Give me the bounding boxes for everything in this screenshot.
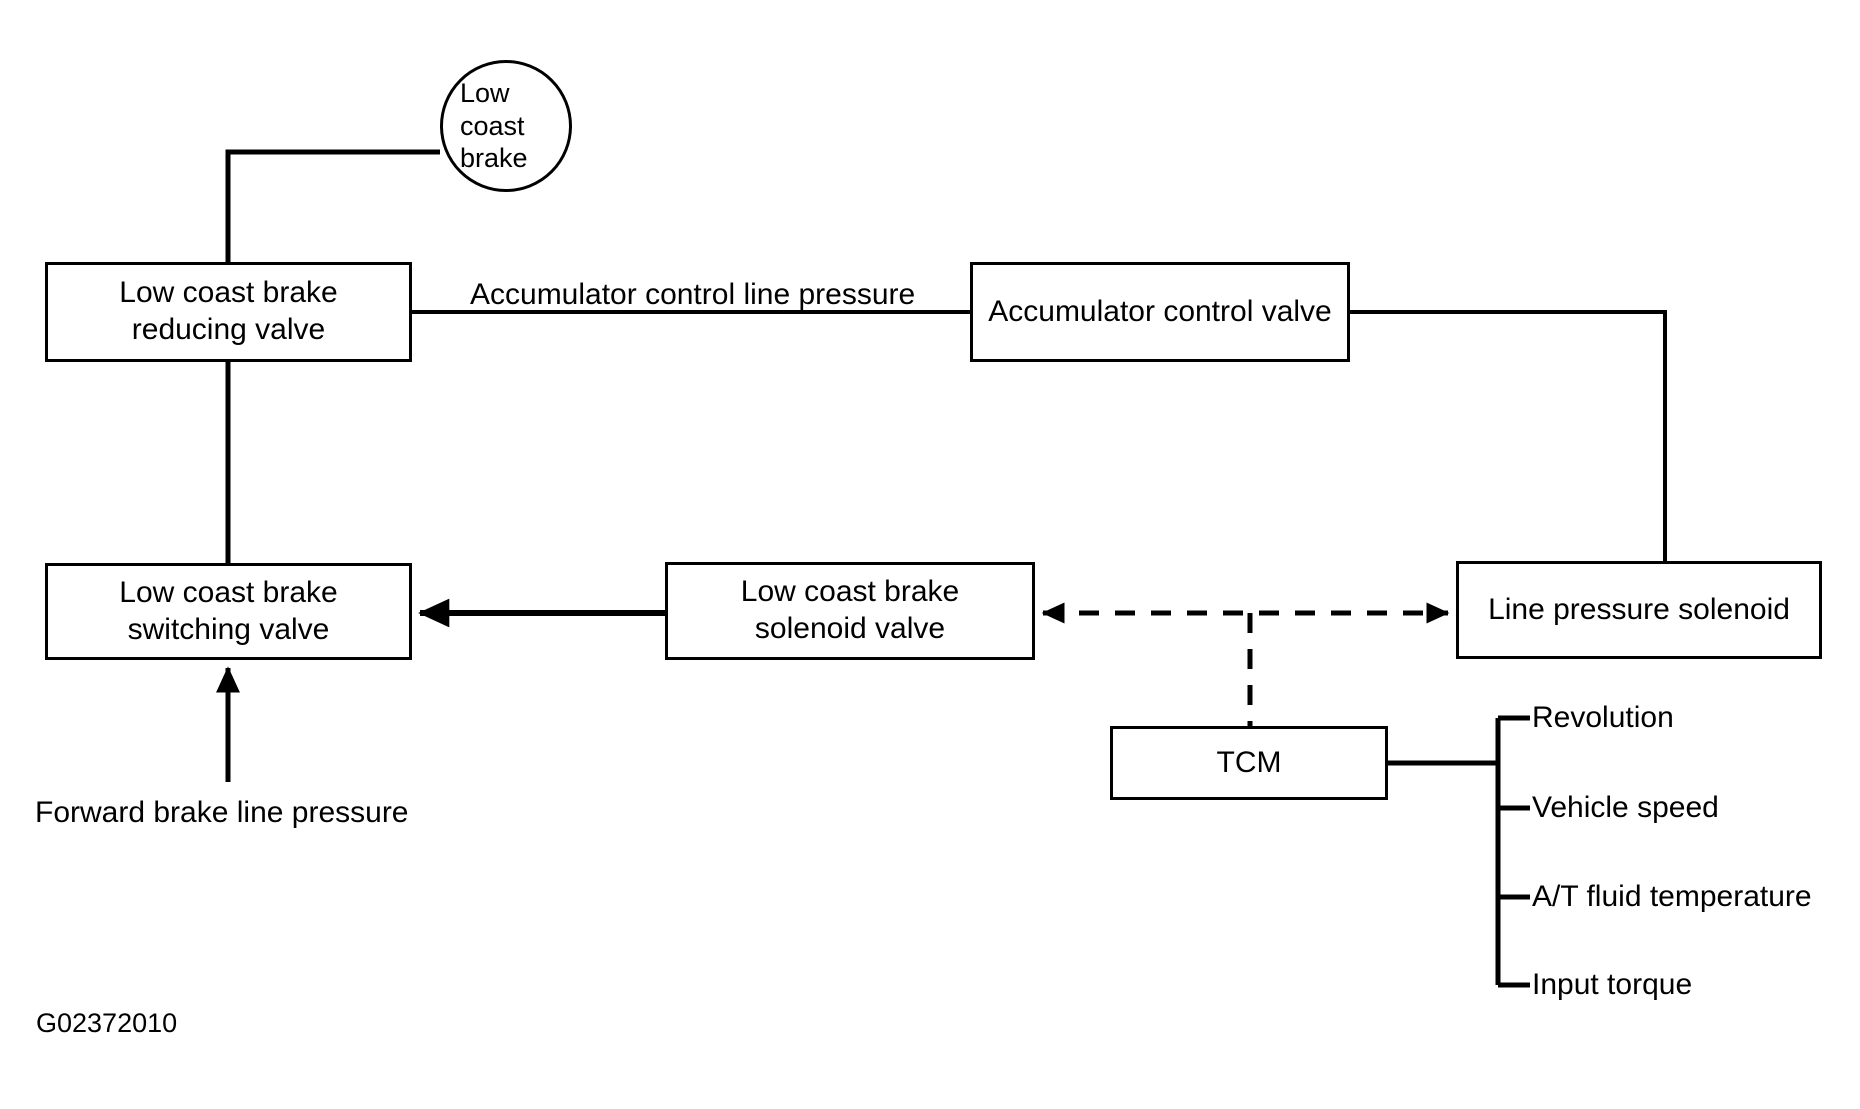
- sensor-label-revolution: Revolution: [1532, 701, 1674, 734]
- node-low-coast-brake-solenoid-valve-label: Low coast brake solenoid valve: [740, 575, 960, 645]
- sensor-label-vehicle-speed: Vehicle speed: [1532, 791, 1719, 824]
- node-low-coast-brake-label: Low coast brake: [460, 77, 528, 174]
- node-low-coast-brake-solenoid-valve[interactable]: Low coast brake solenoid valve: [665, 562, 1035, 660]
- node-accumulator-control-valve-label: Accumulator control valve: [988, 294, 1332, 328]
- node-low-coast-brake[interactable]: Low coast brake: [440, 60, 572, 192]
- sensor-label-at-fluid-temperature: A/T fluid temperature: [1532, 880, 1812, 913]
- node-tcm-label: TCM: [1216, 745, 1282, 779]
- node-accumulator-control-valve[interactable]: Accumulator control valve: [970, 262, 1350, 362]
- node-low-coast-brake-reducing-valve[interactable]: Low coast brake reducing valve: [45, 262, 412, 362]
- node-line-pressure-solenoid[interactable]: Line pressure solenoid: [1456, 561, 1822, 659]
- sensor-label-input-torque: Input torque: [1532, 968, 1693, 1001]
- node-tcm[interactable]: TCM: [1110, 726, 1388, 800]
- node-low-coast-brake-reducing-valve-label: Low coast brake reducing valve: [119, 276, 338, 346]
- connector-accumulator-control-valve-to-line-pressure-solenoid: [1350, 310, 1667, 561]
- node-line-pressure-solenoid-label: Line pressure solenoid: [1488, 592, 1790, 626]
- node-low-coast-brake-switching-valve-label: Low coast brake switching valve: [119, 575, 338, 646]
- label-forward-brake-line-pressure: Forward brake line pressure: [35, 796, 409, 829]
- node-low-coast-brake-switching-valve[interactable]: Low coast brake switching valve: [45, 563, 412, 660]
- figure-id-label: G02372010: [36, 1008, 178, 1038]
- label-accumulator-control-line-pressure: Accumulator control line pressure: [470, 278, 916, 311]
- connector-reducing-valve-to-low-coast-brake: [225, 149, 440, 262]
